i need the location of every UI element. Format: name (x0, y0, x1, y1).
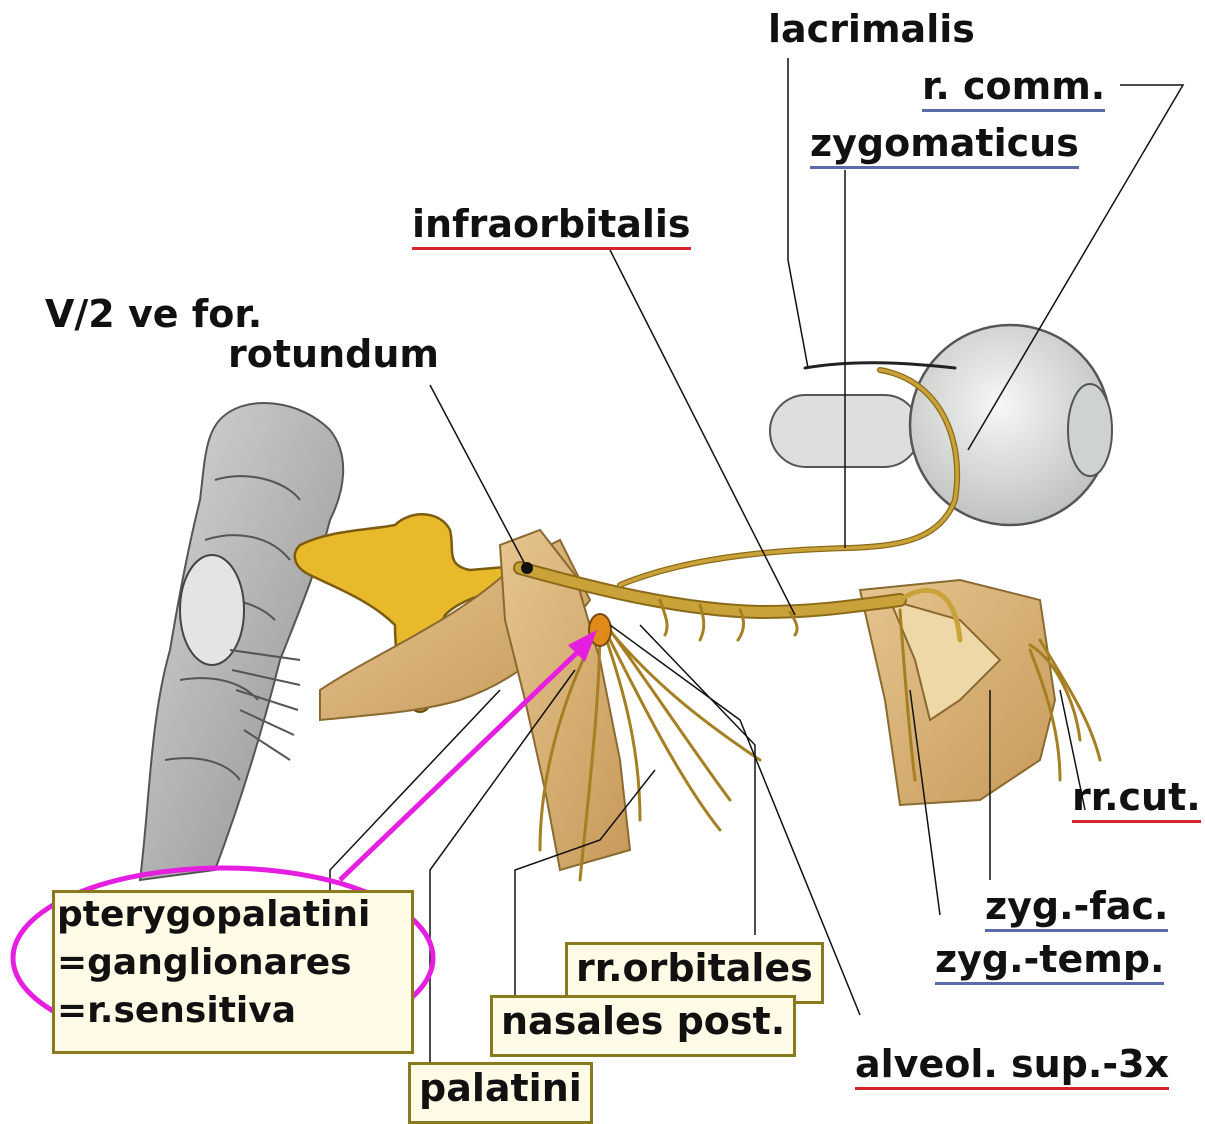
label-zyg-fac: zyg.-fac. (985, 887, 1168, 932)
box-pterygopalatini: pterygopalatini =ganglionares =r.sensiti… (52, 890, 414, 1054)
label-alveol-sup: alveol. sup.-3x (855, 1045, 1169, 1090)
label-rr-cut: rr.cut. (1072, 778, 1201, 823)
label-pterygo-line3: =r.sensitiva (57, 993, 409, 1041)
label-rr-orbitales: rr.orbitales (576, 946, 813, 990)
label-pterygo-line2: =ganglionares (57, 945, 409, 993)
label-v2-line1: V/2 ve for. (45, 295, 262, 333)
label-lacrimalis: lacrimalis (768, 10, 975, 48)
label-palatini: palatini (419, 1066, 582, 1110)
label-pterygo-line1: pterygopalatini (57, 897, 409, 945)
box-palatini: palatini (408, 1062, 593, 1124)
label-zygomaticus: zygomaticus (810, 124, 1079, 169)
brainstem-drawing (140, 403, 343, 880)
label-infraorbitalis: infraorbitalis (412, 205, 691, 250)
eyeball (770, 325, 1112, 525)
label-zyg-temp: zyg.-temp. (935, 940, 1164, 985)
label-nasales-post: nasales post. (501, 999, 785, 1043)
label-v2-line2: rotundum (228, 335, 439, 373)
label-r-comm: r. comm. (922, 67, 1105, 112)
box-nasales-post: nasales post. (490, 995, 796, 1057)
